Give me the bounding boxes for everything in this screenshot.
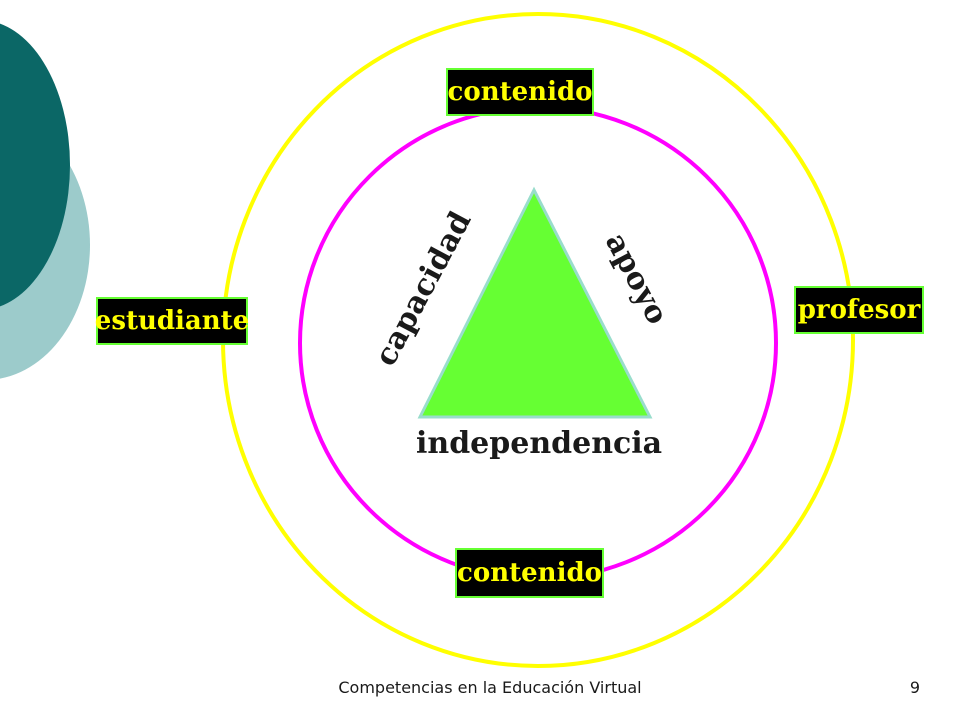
page-number: 9 — [909, 678, 920, 697]
footer-title: Competencias en la Educación Virtual — [338, 678, 642, 697]
label-apoyo: apoyo — [598, 227, 675, 330]
box-contenido-top: contenido — [446, 68, 594, 116]
box-profesor: profesor — [794, 286, 924, 334]
box-contenido-bottom: contenido — [455, 548, 604, 598]
triangle — [417, 186, 653, 419]
box-estudiante: estudiante — [95, 297, 249, 345]
label-independencia: independencia — [416, 426, 662, 461]
